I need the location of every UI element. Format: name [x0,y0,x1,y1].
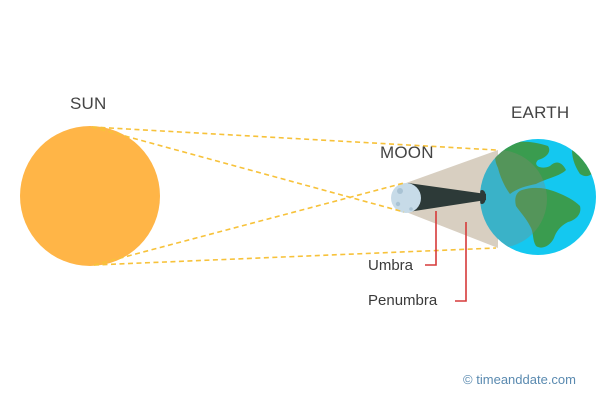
earth [480,139,596,255]
moon-crater [397,188,403,194]
sun [20,126,160,266]
credit: © timeanddate.com [463,372,576,387]
light-ray [93,182,405,266]
moon-label: MOON [380,143,434,162]
moon [391,183,421,213]
copyright-icon: © [463,372,473,387]
umbra-pointer [425,211,437,266]
moon-body [391,183,421,213]
credit-link[interactable]: timeanddate.com [476,372,576,387]
moon-crater [409,207,413,211]
earth-landmass-east [572,150,594,177]
moon-crater [395,201,401,207]
light-ray [91,126,405,213]
penumbra-on-earth [480,150,547,248]
penumbra-label: Penumbra [368,292,438,309]
umbra-cone [408,183,486,212]
pointer-lines [425,211,467,302]
light-ray [91,126,497,151]
earth-landmass-south [515,187,581,248]
earth-landmass-north [495,141,566,194]
earth-label: EARTH [511,103,570,122]
light-ray [93,247,497,266]
light-rays [91,126,497,266]
umbra-label: Umbra [368,257,414,274]
penumbra-pointer [455,222,467,302]
sun-label: SUN [70,94,107,113]
